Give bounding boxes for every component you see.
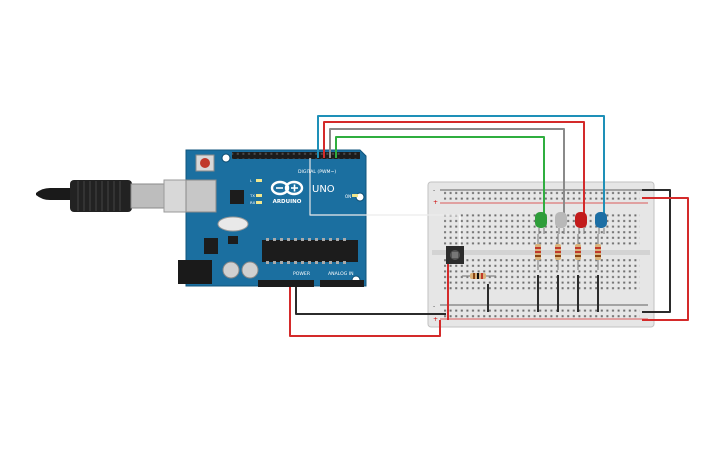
tx-led bbox=[256, 194, 262, 197]
led-resistors bbox=[535, 234, 601, 270]
arduino-board[interactable]: ARDUINO UNO DIGITAL (PWM~) POWER ANALOG … bbox=[178, 149, 367, 287]
wire-green bbox=[335, 136, 545, 222]
voltage-regulator bbox=[204, 238, 218, 254]
on-led bbox=[352, 194, 358, 197]
power-jack bbox=[178, 260, 212, 284]
rx-label: RX bbox=[250, 200, 256, 205]
push-button[interactable] bbox=[446, 246, 464, 264]
wire-red-signal bbox=[323, 121, 585, 222]
rail-minus-top: - bbox=[433, 187, 435, 194]
rx-led bbox=[256, 201, 262, 204]
reset-button[interactable] bbox=[200, 158, 210, 168]
digital-label: DIGITAL (PWM~) bbox=[298, 169, 336, 175]
wire-5v bbox=[289, 287, 441, 337]
power-label: POWER bbox=[293, 271, 311, 277]
brand-label: ARDUINO bbox=[273, 199, 302, 205]
atmega-chip bbox=[262, 240, 358, 262]
rail-plus-top: + bbox=[433, 199, 438, 206]
crystal bbox=[217, 216, 249, 232]
on-label: ON bbox=[345, 194, 351, 199]
led-red bbox=[575, 212, 587, 234]
led-green bbox=[535, 212, 547, 234]
leds[interactable] bbox=[535, 212, 607, 234]
rail-minus-bottom: - bbox=[433, 303, 435, 310]
arduino-logo bbox=[270, 180, 304, 196]
rail-plus-bottom: + bbox=[433, 316, 438, 323]
wire-rail-black bbox=[642, 189, 671, 313]
wire-gray bbox=[329, 128, 565, 222]
usb-chip bbox=[230, 190, 244, 204]
analog-label: ANALOG IN bbox=[328, 271, 354, 277]
tx-label: TX bbox=[249, 193, 255, 198]
usb-port bbox=[185, 179, 217, 213]
l-led bbox=[256, 179, 262, 182]
model-label: UNO bbox=[312, 184, 335, 195]
power-header bbox=[258, 280, 314, 287]
wire-blue bbox=[317, 115, 605, 222]
led-white bbox=[555, 212, 567, 234]
capacitor-2 bbox=[241, 261, 259, 279]
wire-rail-red bbox=[642, 197, 689, 321]
usb-cable[interactable] bbox=[36, 179, 201, 213]
button-resistor bbox=[462, 273, 496, 279]
l-label: L bbox=[250, 178, 253, 183]
wire-gnd bbox=[295, 287, 446, 315]
wires[interactable] bbox=[289, 115, 689, 337]
analog-header bbox=[320, 280, 364, 287]
led-blue bbox=[595, 212, 607, 234]
capacitor-1 bbox=[222, 261, 240, 279]
